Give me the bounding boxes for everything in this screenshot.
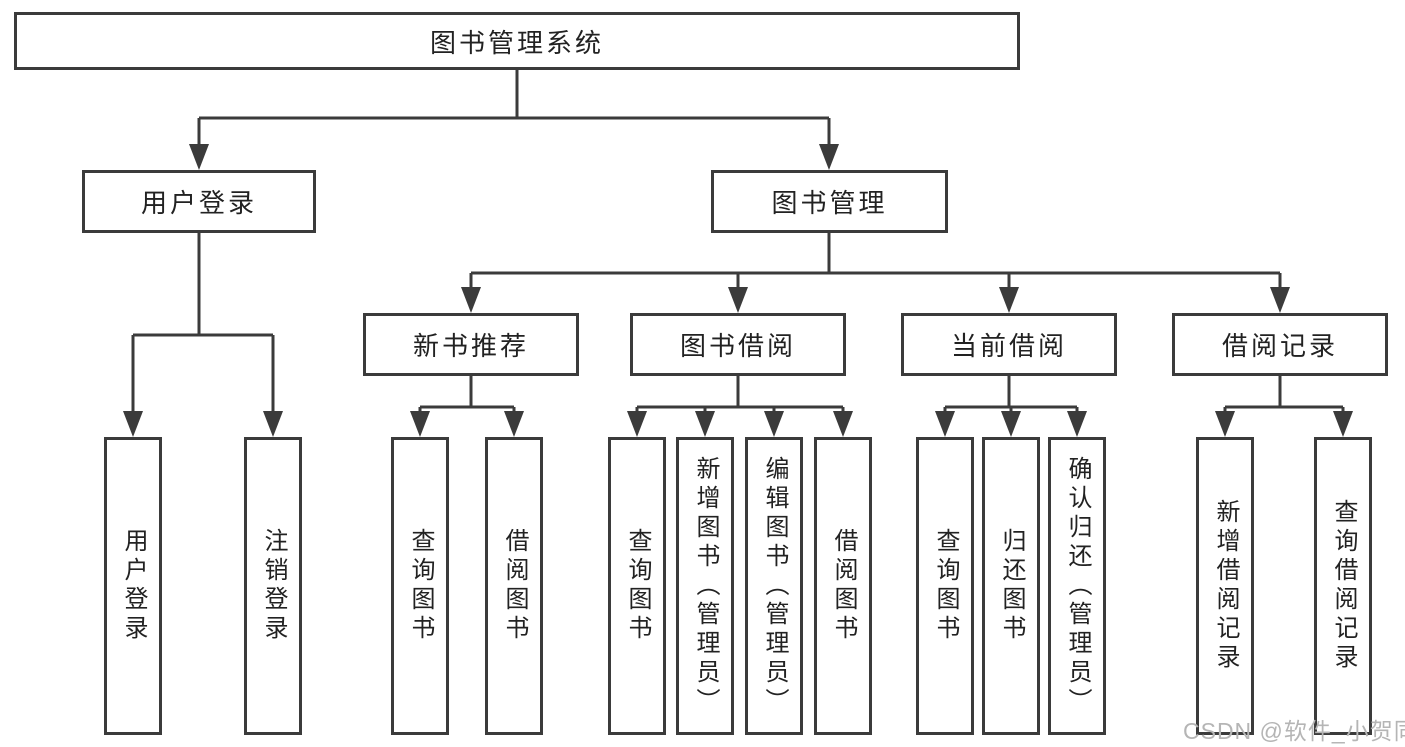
arrowhead-icons — [123, 144, 1353, 437]
leaf-confirm-return-admin: 确认归还（管理员） — [1048, 437, 1106, 735]
csdn-watermark: CSDN @软件_小贺同学 — [1183, 718, 1405, 744]
leaf-add-borrow-record: 新增借阅记录 — [1196, 437, 1254, 735]
leaf-borrow-books-recommend: 借阅图书 — [485, 437, 543, 735]
node-book-management: 图书管理 — [711, 170, 948, 233]
node-library-management-system: 图书管理系统 — [14, 12, 1020, 70]
node-borrowing-records: 借阅记录 — [1172, 313, 1388, 376]
leaf-logout-login: 注销登录 — [244, 437, 302, 735]
leaf-query-books-borrowing: 查询图书 — [608, 437, 666, 735]
leaf-query-borrow-record: 查询借阅记录 — [1314, 437, 1372, 735]
node-book-borrowing: 图书借阅 — [630, 313, 846, 376]
leaf-query-books-current: 查询图书 — [916, 437, 974, 735]
leaf-return-books: 归还图书 — [982, 437, 1040, 735]
leaf-user-login: 用户登录 — [104, 437, 162, 735]
node-user-login: 用户登录 — [82, 170, 316, 233]
leaf-borrow-books: 借阅图书 — [814, 437, 872, 735]
leaf-edit-books-admin: 编辑图书（管理员） — [745, 437, 803, 735]
node-new-book-recommend: 新书推荐 — [363, 313, 579, 376]
leaf-query-books-recommend: 查询图书 — [391, 437, 449, 735]
leaf-add-books-admin: 新增图书（管理员） — [676, 437, 734, 735]
node-current-borrowing: 当前借阅 — [901, 313, 1117, 376]
